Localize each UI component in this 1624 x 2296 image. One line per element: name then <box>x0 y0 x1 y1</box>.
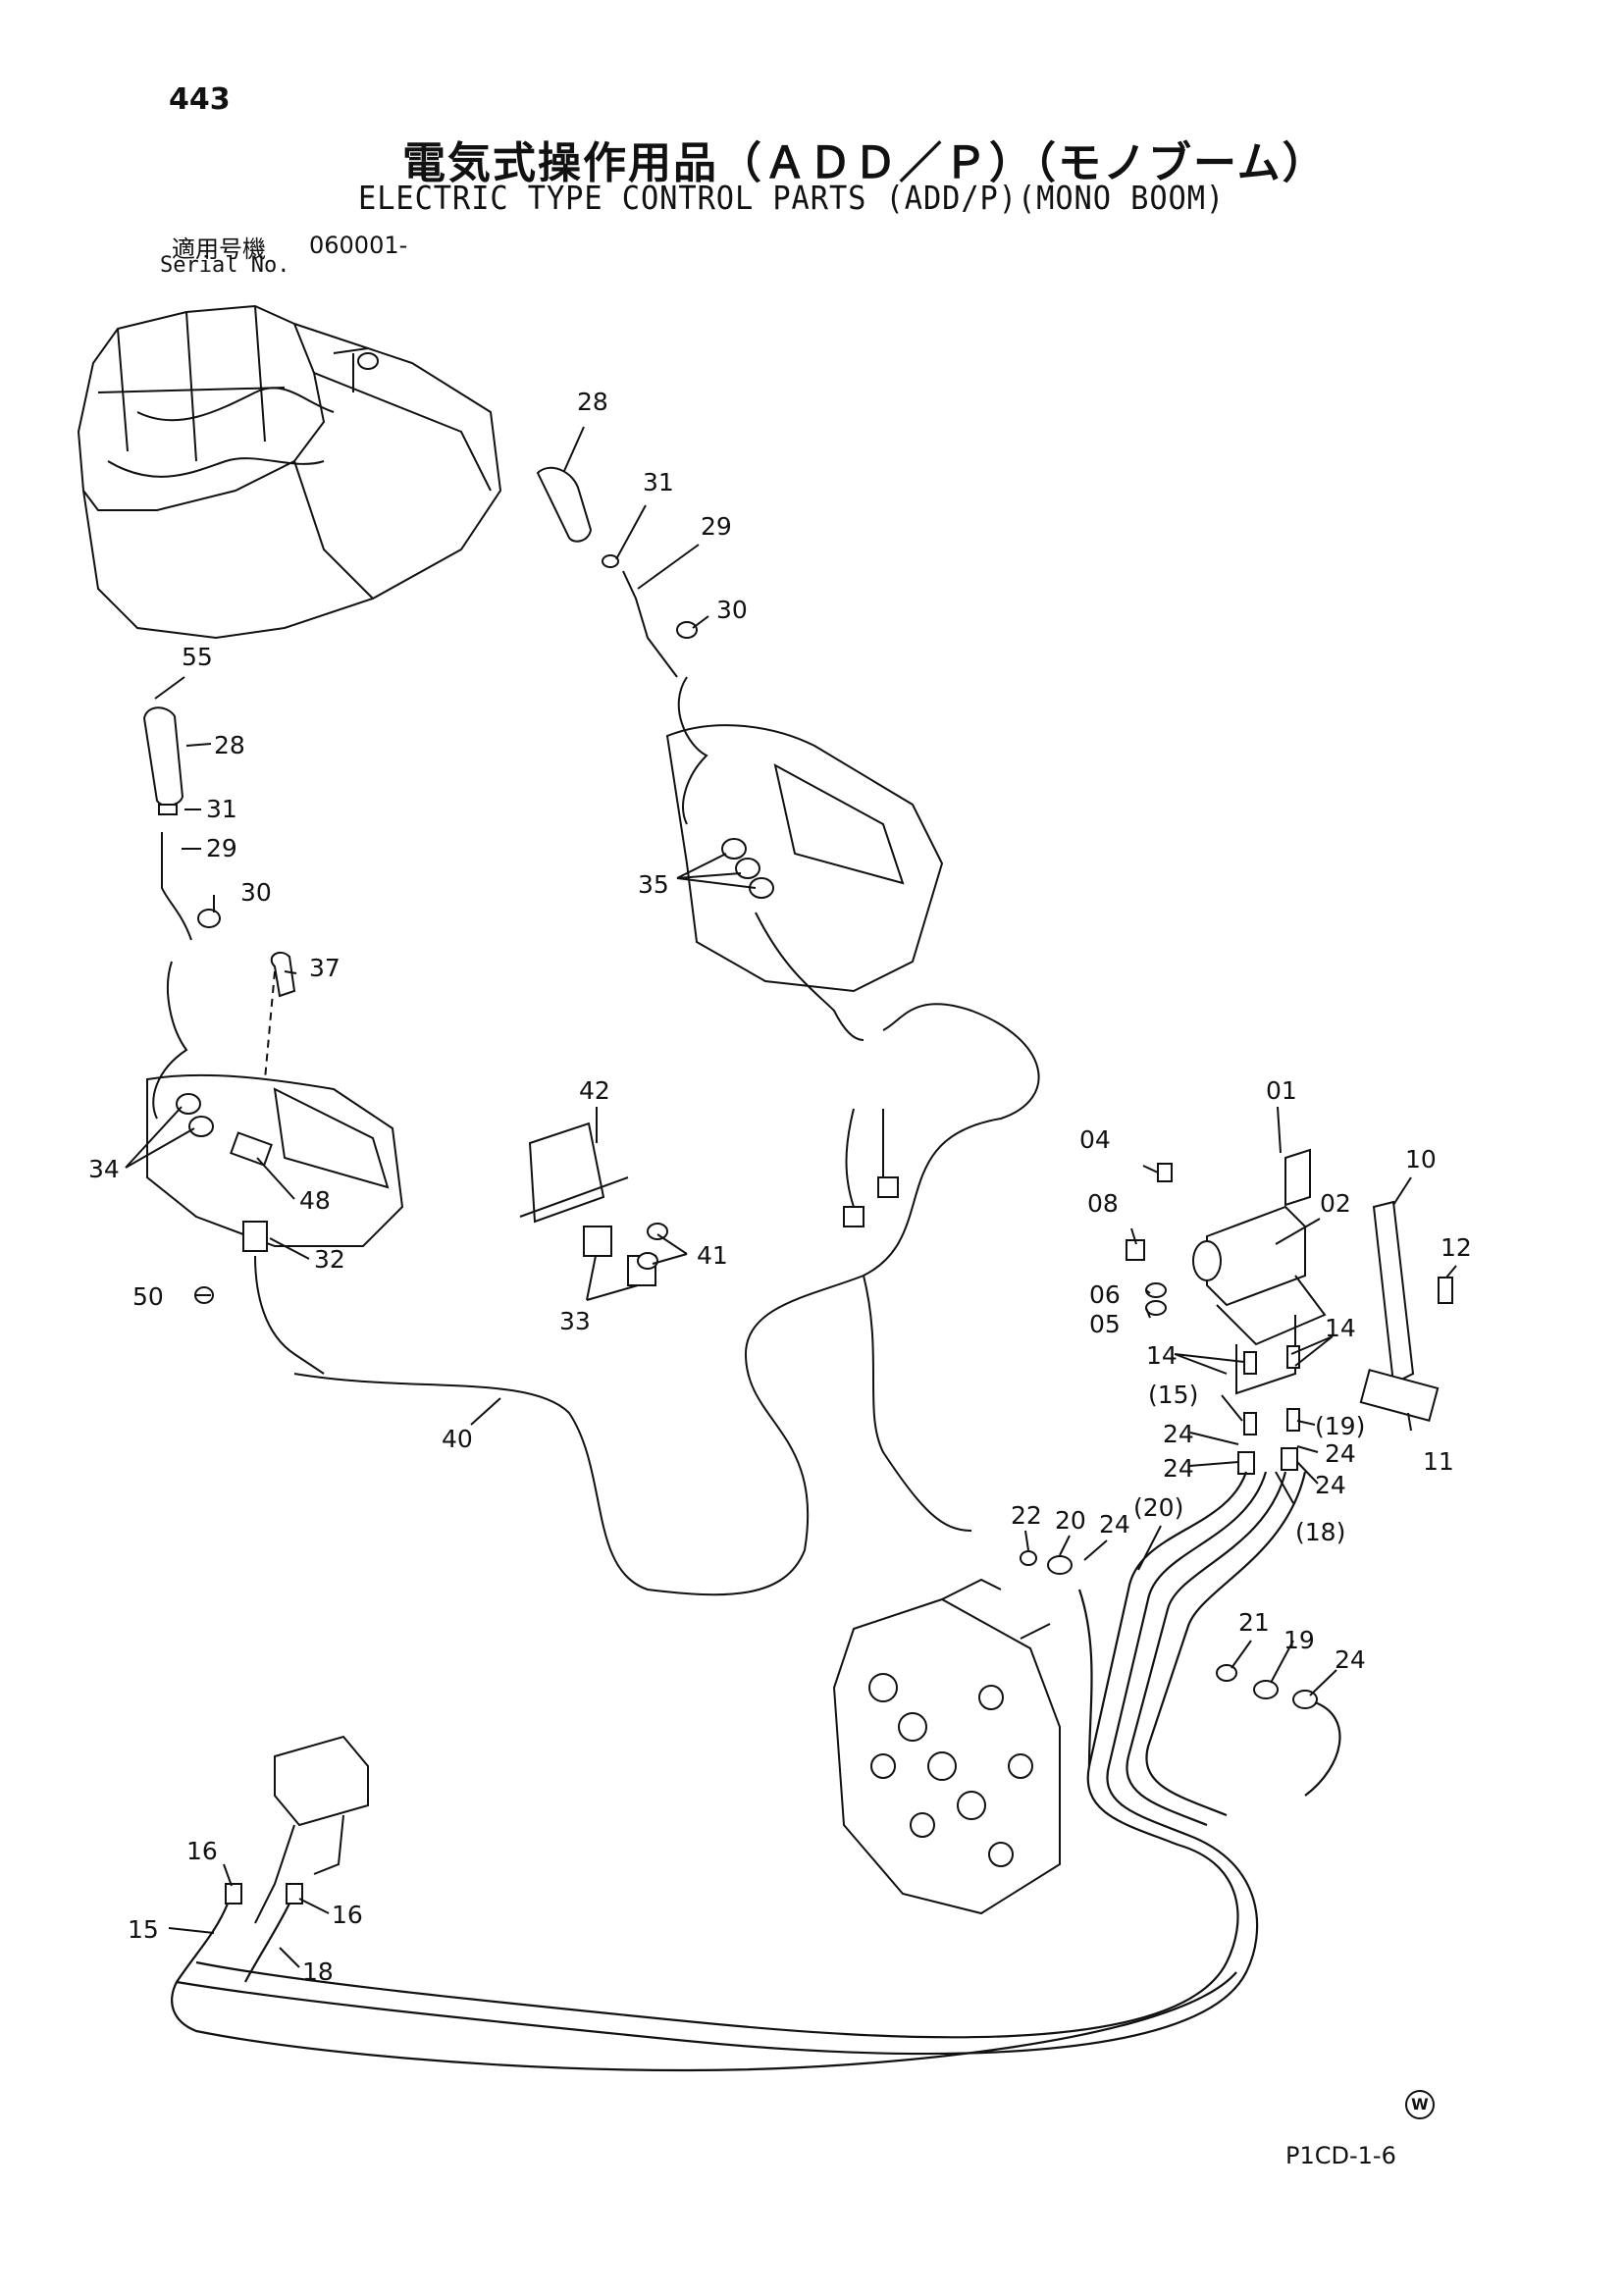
leader-lines <box>125 426 1457 1968</box>
title-english: ELECTRIC TYPE CONTROL PARTS (ADD/P)(MONO… <box>358 179 1226 217</box>
solenoid-valve-illustration <box>1126 1148 1453 1422</box>
callout-15-paren: (15) <box>1148 1381 1198 1409</box>
callout-31-lower: 31 <box>206 795 237 823</box>
callout-50: 50 <box>132 1282 164 1311</box>
callout-35: 35 <box>638 870 669 899</box>
serial-value: 060001- <box>309 232 408 259</box>
callout-42: 42 <box>579 1076 610 1105</box>
callout-41: 41 <box>697 1241 728 1270</box>
callout-31-upper: 31 <box>643 468 674 496</box>
callout-05: 05 <box>1089 1310 1121 1338</box>
right-joystick-illustration <box>536 466 944 1041</box>
callout-16-right: 16 <box>332 1901 363 1929</box>
callout-19: 19 <box>1283 1626 1315 1654</box>
callout-20: 20 <box>1055 1506 1086 1535</box>
callout-14-left: 14 <box>1146 1341 1178 1370</box>
callout-33: 33 <box>559 1307 591 1335</box>
callout-24-b: 24 <box>1163 1454 1194 1483</box>
callout-04: 04 <box>1079 1125 1111 1154</box>
callout-55: 55 <box>182 643 213 671</box>
callout-28-upper: 28 <box>577 388 608 416</box>
callout-30-lower: 30 <box>240 878 272 907</box>
callout-02: 02 <box>1320 1189 1351 1218</box>
serial-label-japanese: 適用号機 <box>172 235 266 263</box>
callout-37: 37 <box>309 954 341 982</box>
callout-34: 34 <box>88 1155 120 1183</box>
callout-48: 48 <box>299 1186 331 1215</box>
title-japanese: 電気式操作用品（ＡＤＤ／Ｐ）（モノブーム） <box>402 138 1328 188</box>
callout-32: 32 <box>314 1245 345 1274</box>
serial-label-english: Serial No. <box>160 253 290 278</box>
callout-19-paren: (19) <box>1315 1412 1365 1440</box>
callout-24-a: 24 <box>1163 1420 1194 1448</box>
hose-group-right <box>176 1345 1341 2056</box>
callout-15: 15 <box>128 1915 159 1944</box>
left-joystick-illustration <box>142 706 404 1375</box>
control-valve-illustration <box>832 1578 1061 1915</box>
callout-24-e: 24 <box>1099 1510 1130 1539</box>
cab-overview-illustration <box>77 304 502 640</box>
w-mark-icon: W <box>1405 2090 1435 2119</box>
callout-24-d: 24 <box>1315 1471 1346 1499</box>
callout-30-upper: 30 <box>716 596 748 624</box>
callout-18-paren: (18) <box>1295 1518 1345 1546</box>
callout-29-lower: 29 <box>206 834 237 862</box>
callout-10: 10 <box>1405 1145 1437 1174</box>
callout-40: 40 <box>442 1425 473 1453</box>
callout-14-right: 14 <box>1325 1314 1356 1342</box>
callout-29-upper: 29 <box>701 512 732 541</box>
drawing-code: P1CD-1-6 <box>1285 2142 1396 2169</box>
callout-24-f: 24 <box>1335 1645 1366 1674</box>
callout-12: 12 <box>1441 1233 1472 1262</box>
callout-06: 06 <box>1089 1280 1121 1309</box>
callout-01: 01 <box>1266 1076 1297 1105</box>
callout-18: 18 <box>302 1957 334 1986</box>
callout-22: 22 <box>1011 1501 1042 1530</box>
callout-08: 08 <box>1087 1189 1119 1218</box>
harness-40 <box>293 1003 1040 1596</box>
callout-20-paren: (20) <box>1133 1493 1183 1522</box>
callout-16-left: 16 <box>186 1837 218 1865</box>
bracket-relay-illustration <box>519 1108 899 1286</box>
callout-28-lower: 28 <box>214 731 245 759</box>
callout-11: 11 <box>1423 1447 1454 1476</box>
callout-21: 21 <box>1238 1608 1270 1637</box>
left-valve-illustration <box>171 1735 1237 2072</box>
harness-40-branch <box>863 1275 972 1532</box>
page-number: 443 <box>169 82 231 117</box>
callout-24-c: 24 <box>1325 1439 1356 1468</box>
